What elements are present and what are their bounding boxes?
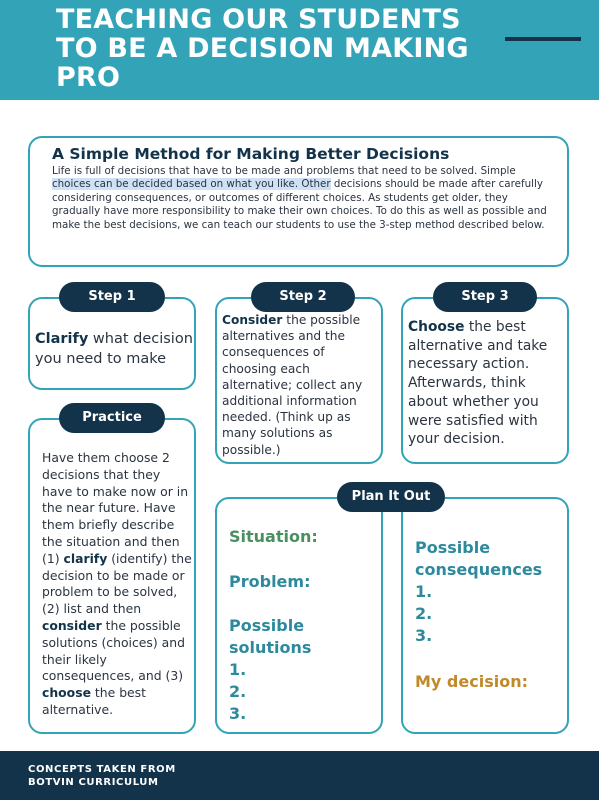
situation-label: Situation:	[229, 527, 318, 546]
practice-text: Have them choose 2 decisions that they h…	[42, 450, 192, 719]
footer-line1: CONCEPTS TAKEN FROM	[28, 764, 176, 775]
practice-text-part2: (identify) the decision to be made or pr…	[42, 550, 192, 617]
intro-text-highlight: choices can be decided based on what you…	[52, 178, 331, 191]
consequences-label-line2: consequences	[415, 560, 543, 579]
practice-text-part4: the best alternative.	[42, 685, 146, 717]
intro-title: A Simple Method for Making Better Decisi…	[52, 145, 450, 163]
solutions-label-line2: solutions	[229, 638, 312, 657]
consequence-number-3: 3.	[415, 626, 433, 645]
practice-keyword-choose: choose	[42, 685, 91, 701]
intro-box: A Simple Method for Making Better Decisi…	[28, 136, 569, 267]
intro-text-part1: Life is full of decisions that have to b…	[52, 165, 516, 177]
step2-text: Consider the possible alternatives and t…	[222, 312, 382, 458]
step2-label: Step 2	[251, 282, 355, 312]
practice-text-part3: the possible solutions (choices) and the…	[42, 617, 185, 684]
step1-keyword: Clarify	[35, 331, 89, 347]
step3-description: the best alternative and take necessary …	[408, 319, 548, 448]
step2-box: Consider the possible alternatives and t…	[215, 297, 383, 464]
page-title: TEACHING OUR STUDENTS TO BE A DECISION M…	[56, 4, 469, 93]
solution-number-1: 1.	[229, 660, 247, 679]
step3-label: Step 3	[433, 282, 537, 312]
footer-line2: BOTVIN CURRICULUM	[28, 777, 159, 788]
step1-box: Clarify what decision you need to make	[28, 297, 196, 390]
header-banner: TEACHING OUR STUDENTS TO BE A DECISION M…	[0, 0, 599, 100]
step3-box: Choose the best alternative and take nec…	[401, 297, 569, 464]
practice-box: Have them choose 2 decisions that they h…	[28, 418, 196, 734]
footer-text: CONCEPTS TAKEN FROM BOTVIN CURRICULUM	[28, 763, 328, 789]
step3-keyword: Choose	[408, 319, 465, 335]
intro-text-part2: decisions should be made after carefully…	[52, 178, 547, 231]
plan-right-box: Possible consequences 1. 2. 3. My decisi…	[401, 497, 569, 734]
consequence-number-2: 2.	[415, 604, 433, 623]
step1-label: Step 1	[59, 282, 165, 312]
solutions-label-line1: Possible	[229, 616, 305, 635]
consequence-number-1: 1.	[415, 582, 433, 601]
solution-number-3: 3.	[229, 704, 247, 723]
practice-keyword-clarify: clarify	[63, 550, 108, 566]
step2-description: the possible alternatives and the conseq…	[222, 313, 363, 457]
step2-keyword: Consider	[222, 313, 283, 327]
practice-label: Practice	[59, 403, 165, 433]
decision-label: My decision:	[415, 672, 528, 691]
footer-banner: CONCEPTS TAKEN FROM BOTVIN CURRICULUM	[0, 751, 599, 800]
step1-text: Clarify what decision you need to make	[35, 329, 195, 369]
intro-text: Life is full of decisions that have to b…	[52, 165, 547, 232]
problem-label: Problem:	[229, 572, 311, 591]
step1-description: what decision you need to make	[35, 331, 193, 367]
solution-number-2: 2.	[229, 682, 247, 701]
consequences-label-line1: Possible	[415, 538, 491, 557]
header-accent-bar	[505, 37, 581, 41]
plan-left-box: Situation: Problem: Possible solutions 1…	[215, 497, 383, 734]
step3-text: Choose the best alternative and take nec…	[408, 318, 568, 449]
plan-it-out-label: Plan It Out	[337, 482, 445, 512]
practice-text-part1: Have them choose 2 decisions that they h…	[42, 450, 189, 566]
practice-keyword-consider: consider	[42, 617, 102, 633]
